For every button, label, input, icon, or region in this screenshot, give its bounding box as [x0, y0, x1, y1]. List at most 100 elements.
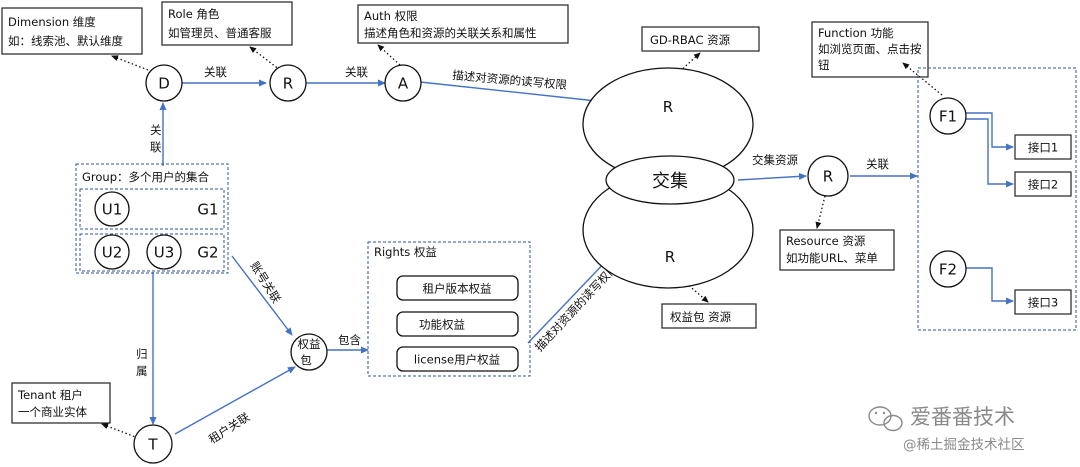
node-rights-pkg: 权益 包 — [290, 333, 328, 371]
resource-note: Resource 资源 如功能URL、菜单 — [779, 229, 895, 271]
group-g1-label: G1 — [197, 201, 218, 219]
intersect-to-r-arrow — [737, 172, 807, 181]
edge-label-belong-1: 归 — [136, 347, 148, 361]
wechat-icon — [868, 406, 903, 432]
node-f1-label: F1 — [939, 108, 957, 126]
node-u2: U2 — [94, 234, 130, 270]
a-to-auth-connector — [377, 44, 401, 66]
node-u3-label: U3 — [154, 244, 175, 262]
role-note-title: Role 角色 — [168, 7, 220, 21]
node-f2: F2 — [929, 250, 967, 288]
edge-label-belong-2: 属 — [136, 364, 148, 378]
node-r-role: R — [269, 64, 307, 102]
interface-2: 接口2 — [1014, 171, 1072, 197]
rights-item-tenant-version-label: 租户版本权益 — [423, 282, 492, 296]
edge-label-group-d-1: 关 — [150, 123, 162, 137]
function-note-desc-1: 如浏览页面、点击按 — [818, 42, 922, 56]
d-to-dimension-connector — [111, 55, 149, 71]
interface-1-label: 接口1 — [1028, 141, 1058, 155]
tenant-note: Tenant 租户 一个商业实体 — [11, 382, 111, 424]
edge-label-d-r: 关联 — [204, 65, 227, 79]
rights-container — [367, 241, 531, 377]
node-u2-label: U2 — [102, 244, 123, 262]
edge-label-group-d-2: 联 — [150, 140, 162, 154]
f2-to-interface3-arrow — [966, 267, 1014, 305]
group-g1-row — [79, 188, 225, 230]
rights-pkg-label-1: 权益 — [298, 337, 321, 351]
node-a: A — [384, 64, 422, 102]
interface-3: 接口3 — [1014, 289, 1072, 315]
edge-label-rights-rw: 描述对资源的读写权限 — [532, 260, 621, 354]
r-to-role-connector — [249, 46, 281, 71]
node-r-role-label: R — [283, 75, 293, 93]
edge-label-a-rw: 描述对资源的读写权限 — [452, 68, 568, 92]
resource-note-title: Resource 资源 — [786, 234, 866, 248]
tenant-note-title: Tenant 租户 — [17, 388, 83, 402]
resource-top-label: R — [663, 98, 673, 116]
rights-item-function: 功能权益 — [396, 311, 519, 337]
node-a-label: A — [398, 75, 409, 93]
role-note-desc: 如管理员、普通客服 — [168, 26, 272, 40]
dimension-note: Dimension 维度 如：线索池、默认维度 — [1, 7, 143, 55]
interface-1: 接口1 — [1014, 134, 1072, 160]
gd-rbac-note: GD-RBAC 资源 — [641, 26, 760, 52]
node-d: D — [145, 64, 183, 102]
auth-note: Auth 权限 描述角色和资源的关联关系和属性 — [357, 4, 569, 44]
node-u1-label: U1 — [102, 201, 123, 219]
watermark-line-1: 爱番番技术 — [910, 405, 1015, 429]
node-r-resource-label: R — [823, 168, 833, 186]
t-to-tenant-connector — [101, 423, 139, 439]
tenant-to-rightspkg-arrow — [174, 366, 296, 435]
intersection-ellipse — [605, 155, 735, 205]
edge-label-resource-func: 关联 — [866, 157, 889, 171]
rights-pkg-label-2: 包 — [300, 353, 312, 367]
watermark-line-2: @稀土掘金技术社区 — [903, 437, 1025, 453]
node-f2-label: F2 — [939, 261, 957, 279]
node-r-resource: R — [807, 155, 849, 197]
f1-to-interface1-arrow — [965, 112, 1014, 151]
group-g2-label: G2 — [197, 244, 218, 262]
r-to-resource-connector — [815, 195, 826, 229]
node-t: T — [133, 424, 173, 464]
group-title: Group：多个用户的集合 — [82, 170, 210, 184]
role-note: Role 角色 如管理员、普通客服 — [161, 1, 293, 46]
rights-pkg-resource-note-text: 权益包 资源 — [670, 310, 732, 324]
group-to-rightspkg-arrow — [231, 255, 293, 336]
node-t-label: T — [147, 436, 158, 454]
node-d-label: D — [158, 75, 170, 93]
rights-item-license-label: license用户权益 — [414, 353, 500, 367]
interface-3-label: 接口3 — [1028, 296, 1058, 310]
dimension-note-title: Dimension 维度 — [8, 15, 96, 29]
edge-label-tenant-link: 租户关联 — [206, 409, 253, 446]
rights-item-tenant-version: 租户版本权益 — [396, 275, 519, 301]
auth-note-title: Auth 权限 — [364, 9, 418, 23]
function-note-title: Function 功能 — [818, 26, 894, 40]
node-u1: U1 — [94, 191, 130, 227]
dimension-note-desc: 如：线索池、默认维度 — [8, 34, 123, 48]
resource-venn: R 交集 R — [582, 67, 754, 289]
rights-pkg-resource-note: 权益包 资源 — [661, 303, 757, 329]
group-container — [75, 163, 229, 274]
group-g2-row — [79, 233, 225, 272]
intersection-label: 交集 — [652, 171, 688, 192]
auth-note-desc: 描述角色和资源的关联关系和属性 — [364, 26, 537, 40]
edge-label-intersect-resource: 交集资源 — [752, 153, 798, 167]
rights-to-resource-arrow — [527, 257, 610, 344]
f1-to-interface2-arrow — [965, 118, 1014, 188]
edge-label-contain: 包含 — [338, 333, 361, 347]
a-to-resource-arrow — [419, 81, 607, 105]
node-f1: F1 — [929, 97, 967, 135]
edge-label-r-a: 关联 — [345, 65, 368, 79]
rights-title: Rights 权益 — [374, 245, 437, 259]
watermark: 爱番番技术 @稀土掘金技术社区 — [868, 405, 1025, 453]
resource-note-desc: 如功能URL、菜单 — [786, 251, 878, 265]
interface-2-label: 接口2 — [1028, 178, 1058, 192]
function-note-desc-2: 钮 — [818, 58, 830, 72]
rights-item-function-label: 功能权益 — [419, 318, 465, 332]
rights-item-license: license用户权益 — [396, 346, 519, 372]
node-u3: U3 — [146, 234, 182, 270]
f1-to-function-connector — [902, 62, 943, 96]
gd-rbac-note-text: GD-RBAC 资源 — [650, 33, 731, 47]
resource-bottom-label: R — [665, 248, 675, 266]
